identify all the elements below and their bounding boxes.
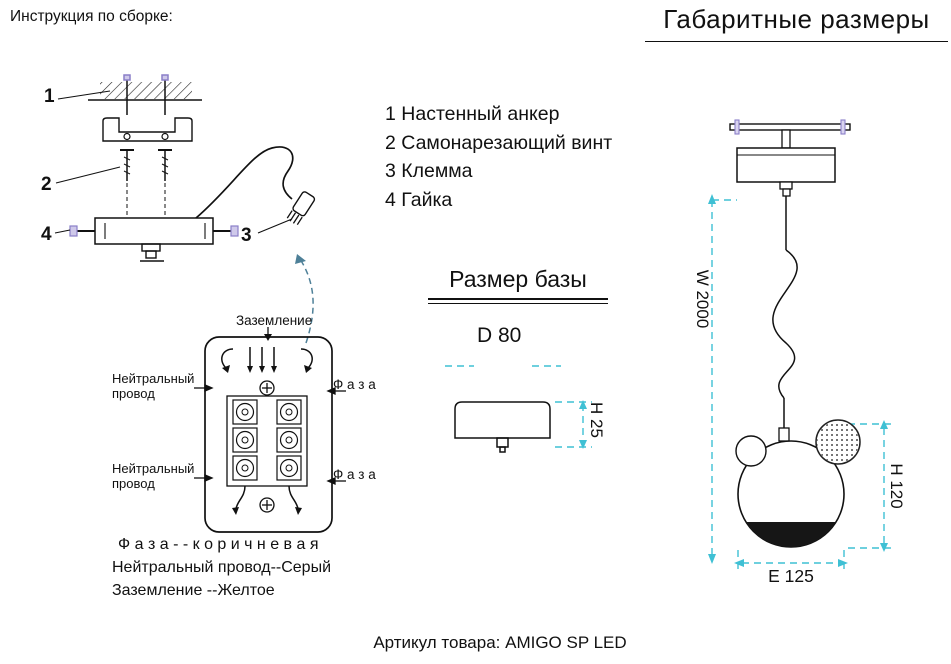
incoming-wires <box>221 347 313 369</box>
center-nut <box>140 243 164 262</box>
bracket-hole <box>161 132 169 141</box>
terminal-connector <box>286 191 316 226</box>
callout-3: 3 <box>241 225 252 246</box>
article-number: Артикул товара: AMIGO SP LED <box>373 633 627 652</box>
lamp-canopy <box>736 129 836 197</box>
base-title-rule <box>428 303 608 304</box>
mounting-bracket <box>102 117 193 142</box>
wire-length-label: W 2000 <box>693 269 712 329</box>
shade-height-arrows <box>880 420 888 552</box>
terminal-block <box>226 395 308 487</box>
note-ground: Заземление --Желтое <box>112 582 275 599</box>
base-plate <box>94 217 214 245</box>
side-screws <box>69 225 239 237</box>
parts-list-item: 4 Гайка <box>385 188 453 211</box>
callout-4: 4 <box>41 224 52 245</box>
terminal-screws <box>259 380 275 513</box>
callout-2: 2 <box>41 174 52 195</box>
base-drawing <box>445 365 592 453</box>
outgoing-wires <box>235 485 299 510</box>
base-profile <box>454 401 551 453</box>
incoming-wire-arrows <box>222 365 312 373</box>
wire-length-arrows <box>708 194 716 564</box>
base-height-dimension <box>555 401 592 448</box>
lamp-drawing <box>708 119 894 570</box>
sphere-shade <box>737 440 845 548</box>
sphere-bottom-cap <box>746 522 836 547</box>
ground-arrow <box>264 327 272 341</box>
assembly-drawing <box>54 74 346 533</box>
note-neutral: Нейтральный провод--Серый <box>112 559 332 576</box>
ceiling-hatch <box>88 82 202 101</box>
textured-ball-right <box>815 419 861 465</box>
callout-1: 1 <box>44 86 55 107</box>
instructions-title: Инструкция по сборке: <box>10 8 173 25</box>
cable <box>195 146 294 219</box>
shade-diameter-arrows <box>734 559 848 567</box>
outgoing-wire-arrows <box>232 507 302 515</box>
parts-list-item: 1 Настенный анкер <box>385 103 560 125</box>
note-phase: Ф а з а - - к о р и ч н е в а я <box>118 536 319 553</box>
parts-list-item: 2 Самонарезающий винт <box>385 131 613 154</box>
small-ball-left <box>735 435 767 467</box>
wiring-arrow <box>295 254 314 344</box>
parts-list: 1 Настенный анкер 2 Самонарезающий винт … <box>385 100 612 214</box>
parts-list-item: 3 Клемма <box>385 160 473 182</box>
base-diameter-label: D 80 <box>477 324 522 347</box>
shade-diameter-label: E 125 <box>768 566 814 586</box>
ground-label: Заземление <box>236 313 313 328</box>
base-height-label: H 25 <box>587 402 606 438</box>
phase-label-bottom: Ф а з а <box>333 467 376 482</box>
base-size-title: Размер базы <box>428 266 608 300</box>
neutral-label-top: Нейтральный провод <box>112 371 195 401</box>
phase-label-top: Ф а з а <box>333 377 376 392</box>
wall-anchors <box>123 74 169 115</box>
bracket-hole <box>123 132 131 141</box>
wire-length-dimension <box>711 199 737 558</box>
neutral-label-bottom: Нейтральный провод <box>112 461 195 491</box>
suspension-cable <box>772 196 798 442</box>
leader-lines <box>54 90 293 234</box>
shade-height-label: H 120 <box>887 463 906 509</box>
base-height-arrows <box>579 400 587 449</box>
tapping-screws <box>120 149 172 215</box>
side-wire-arrows <box>194 384 346 485</box>
shade-diameter-dimension <box>737 550 845 570</box>
shade-height-dimension <box>848 423 894 549</box>
dimensions-title: Габаритные размеры <box>645 2 948 42</box>
